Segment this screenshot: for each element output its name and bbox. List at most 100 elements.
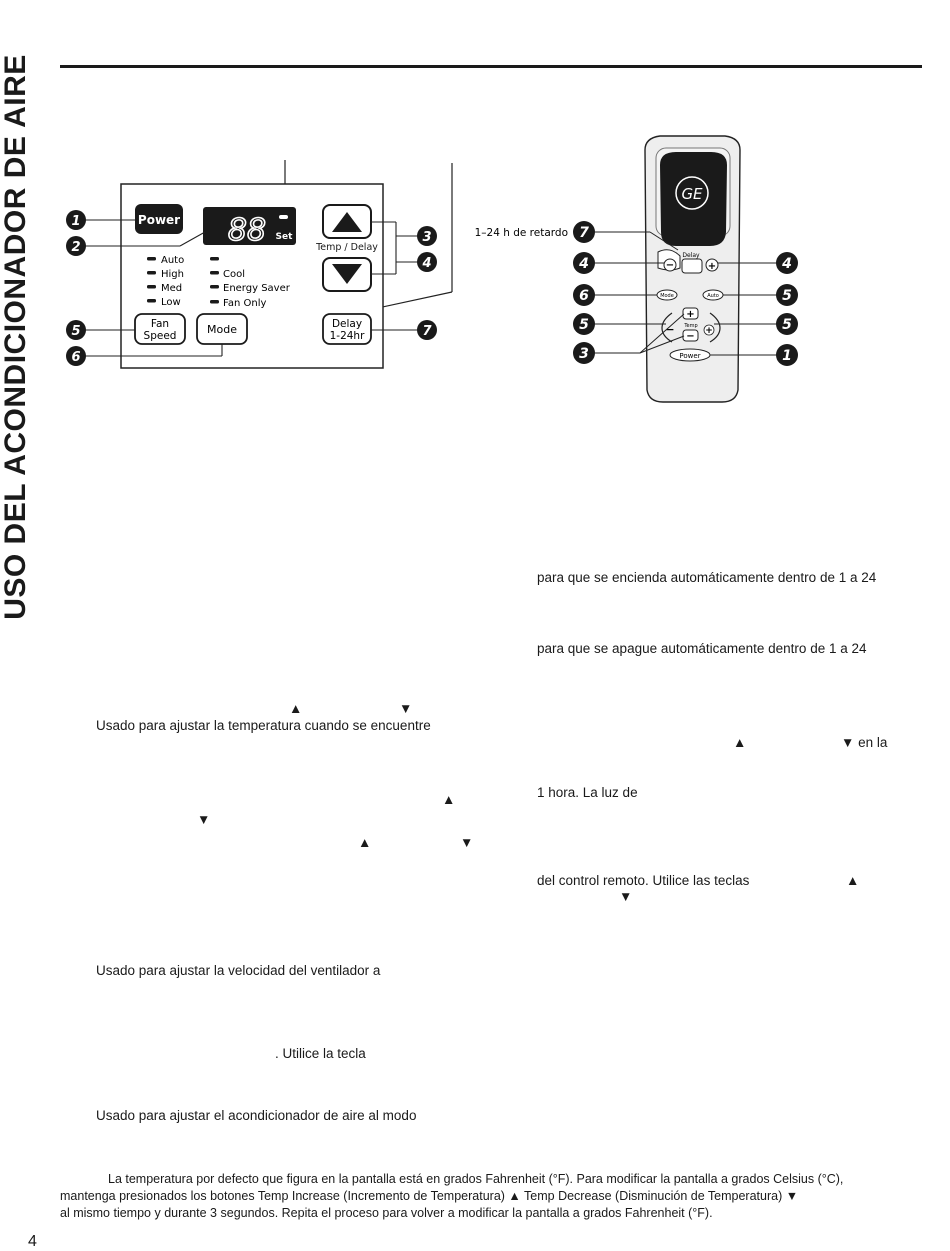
- left-down-arrow-2: ▼: [197, 812, 211, 827]
- delay-label-1: Delay: [332, 318, 362, 330]
- svg-text:7: 7: [579, 225, 589, 241]
- right-text-delay-on: para que se encienda automáticamente den…: [537, 570, 877, 585]
- up-arrow-icon: [332, 212, 362, 232]
- svg-text:5: 5: [71, 324, 80, 339]
- remote-callout-7: 7: [573, 221, 595, 243]
- note-line-2: mantenga presionados los botones Temp In…: [60, 1189, 799, 1203]
- temp-down-button[interactable]: [322, 257, 372, 292]
- fan-level-indicators: Auto High Med Low: [147, 255, 184, 308]
- temp-delay-label: Temp / Delay: [315, 242, 378, 253]
- left-down-arrow-1: ▼: [399, 701, 413, 716]
- svg-text:3: 3: [579, 346, 589, 362]
- left-up-arrow-3: ▲: [358, 835, 372, 850]
- svg-text:+: +: [686, 309, 694, 320]
- svg-text:−: −: [666, 260, 674, 271]
- remote-temp-up-button[interactable]: +: [682, 307, 699, 320]
- remote-temp-label: Temp: [683, 323, 697, 329]
- right-text-one-hour: 1 hora. La luz de: [537, 785, 638, 800]
- fan-speed-label-2: Speed: [144, 330, 177, 342]
- left-up-arrow-2: ▲: [442, 792, 456, 807]
- right-up-arrow-2: ▲: [846, 873, 860, 888]
- mode-button-label: Mode: [207, 323, 237, 336]
- mode-indicators: Cool Energy Saver Fan Only: [210, 257, 291, 309]
- panel-display: 88 Set: [203, 207, 296, 249]
- remote-callout-5-left: 5: [573, 313, 595, 335]
- svg-text:4: 4: [421, 256, 431, 271]
- remote-callout-4-left: 4: [573, 252, 595, 274]
- panel-callout-6: 6: [66, 346, 86, 366]
- panel-power-label: Power: [138, 213, 180, 227]
- svg-text:5: 5: [782, 288, 792, 304]
- right-down-arrow-2: ▼: [619, 889, 633, 904]
- sidebar-title: USO DEL ACONDICIONADOR DE AIRE: [0, 54, 32, 620]
- svg-text:2: 2: [71, 240, 80, 255]
- mode-cool: Cool: [223, 269, 245, 280]
- fan-speed-label-1: Fan: [151, 318, 169, 330]
- remote-callout-4-right: 4: [776, 252, 798, 274]
- remote-delay-label: Delay: [682, 252, 700, 259]
- fan-speed-button[interactable]: Fan Speed: [134, 313, 186, 345]
- svg-text:−: −: [665, 323, 674, 336]
- down-arrow-icon: [332, 264, 362, 284]
- remote-mode-button[interactable]: Mode: [656, 289, 678, 301]
- remote-delay-plus-button[interactable]: +: [705, 258, 719, 272]
- note-line-3: al mismo tiempo y durante 3 segundos. Re…: [60, 1206, 713, 1220]
- fan-level-high: High: [161, 269, 184, 280]
- svg-text:3: 3: [422, 230, 431, 245]
- delay-button[interactable]: Delay 1-24hr: [322, 313, 372, 345]
- panel-callout-4: 4: [417, 252, 437, 272]
- svg-text:Power: Power: [679, 352, 700, 360]
- delay-label-2: 1-24hr: [330, 330, 365, 342]
- set-indicator: [279, 215, 288, 219]
- fan-level-med: Med: [161, 283, 182, 294]
- left-down-arrow-3: ▼: [460, 835, 474, 850]
- svg-text:−: −: [686, 331, 694, 342]
- panel-callout-2: 2: [66, 236, 86, 256]
- remote-control-diagram: GE Delay − + Mode Auto + Temp − − + Powe…: [475, 135, 798, 403]
- control-panel-diagram: Power 88 Set Temp / Delay Auto High Med …: [66, 160, 453, 369]
- mode-fan-only: Fan Only: [223, 298, 266, 309]
- fan-level-auto: Auto: [161, 255, 184, 266]
- panel-power-button[interactable]: Power: [135, 204, 183, 234]
- panel-callout-3: 3: [417, 226, 437, 246]
- remote-power-button[interactable]: Power: [669, 348, 711, 362]
- note-line-1: La temperatura por defecto que figura en…: [108, 1172, 844, 1186]
- remote-temp-down-button[interactable]: −: [682, 329, 699, 342]
- panel-callout-7: 7: [417, 320, 437, 340]
- remote-minus-button[interactable]: −: [665, 323, 674, 336]
- left-up-arrow-1: ▲: [289, 701, 303, 716]
- right-text-remote-keys: del control remoto. Utilice las teclas: [537, 873, 750, 888]
- remote-callout-1: 1: [776, 344, 798, 366]
- remote-callout-3: 3: [573, 342, 595, 364]
- svg-text:1: 1: [782, 348, 792, 364]
- svg-text:Auto: Auto: [707, 293, 719, 299]
- right-down-arrow-1: ▼ en la: [841, 735, 888, 750]
- left-text-fan-speed: Usado para ajustar la velocidad del vent…: [96, 963, 381, 978]
- left-text-mode: Usado para ajustar el acondicionador de …: [96, 1108, 417, 1123]
- svg-text:4: 4: [781, 256, 792, 272]
- svg-text:+: +: [708, 261, 716, 272]
- svg-text:+: +: [705, 326, 713, 336]
- right-text-delay-off: para que se apague automáticamente dentr…: [537, 641, 867, 656]
- panel-callout-1: 1: [66, 210, 86, 230]
- right-up-arrow-1: ▲: [733, 735, 747, 750]
- remote-plus-button[interactable]: +: [703, 324, 715, 336]
- remote-delay-minus-button[interactable]: −: [663, 258, 677, 272]
- remote-callout-5-right-bottom: 5: [776, 313, 798, 335]
- svg-text:1: 1: [71, 214, 80, 229]
- mode-button[interactable]: Mode: [196, 313, 248, 345]
- panel-callout-5: 5: [66, 320, 86, 340]
- temp-up-button[interactable]: [322, 204, 372, 239]
- fan-level-low: Low: [161, 297, 181, 308]
- ge-logo-icon: GE: [675, 176, 709, 210]
- display-digits: 88: [228, 213, 266, 248]
- svg-text:6: 6: [71, 350, 80, 365]
- svg-text:Mode: Mode: [660, 293, 674, 299]
- set-label: Set: [276, 232, 294, 242]
- svg-text:GE: GE: [681, 185, 703, 203]
- remote-auto-button[interactable]: Auto: [702, 289, 724, 301]
- mode-energy-saver: Energy Saver: [223, 283, 291, 294]
- page-number: 4: [28, 1233, 37, 1250]
- left-text-use-key: . Utilice la tecla: [275, 1046, 366, 1061]
- svg-text:7: 7: [422, 324, 432, 339]
